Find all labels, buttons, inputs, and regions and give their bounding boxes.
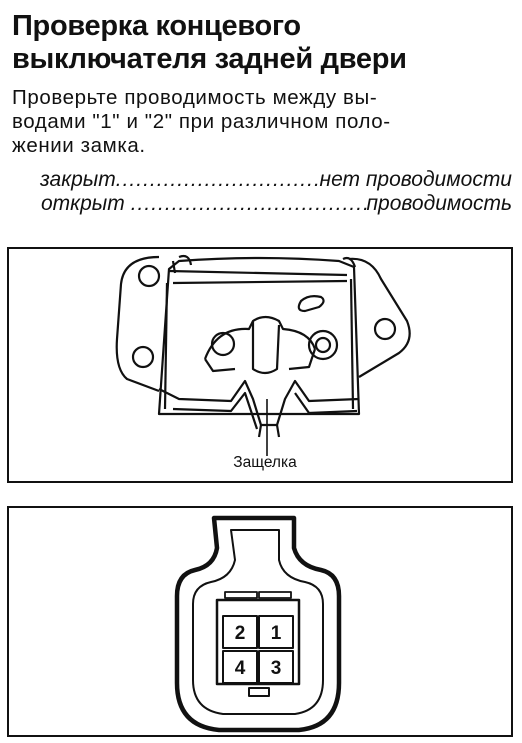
- dot-leader: [116, 168, 320, 192]
- condition-row-open: открыт проводимость: [40, 192, 512, 216]
- lock-figure: [7, 247, 513, 483]
- pin-number: 2: [235, 623, 246, 644]
- condition-result: проводимость: [366, 192, 513, 215]
- instruction-line-2: водами "1" и "2" при различном поло-: [12, 110, 391, 133]
- section-title-line-2: выключателя задней двери: [12, 43, 407, 75]
- instruction-line-1: Проверьте проводимость между вы-: [12, 86, 378, 109]
- continuity-conditions: закрыт нет проводимости открыт проводимо…: [40, 168, 512, 216]
- condition-result: нет проводимости: [319, 168, 512, 191]
- pin-cell-2: [222, 615, 258, 649]
- dot-leader: [131, 192, 367, 216]
- pin-number: 3: [271, 658, 282, 679]
- condition-row-closed: закрыт нет проводимости: [40, 168, 512, 192]
- connector-figure: 2 1 4 3: [7, 506, 513, 737]
- condition-state: открыт: [41, 192, 125, 215]
- section-title-line-1: Проверка концевого: [12, 10, 301, 42]
- pin-cell-1: [258, 615, 294, 649]
- pin-number: 1: [271, 623, 282, 644]
- section-title: Проверка концевого выключателя задней дв…: [12, 10, 512, 76]
- pin-cell-3: [258, 650, 294, 684]
- condition-state: закрыт: [40, 168, 116, 191]
- instruction-paragraph: Проверьте проводимость между вы- водами …: [12, 86, 512, 158]
- lock-drawing: [115, 254, 411, 456]
- pin-number: 4: [235, 658, 246, 679]
- connector-drawing: 2 1 4 3: [174, 515, 342, 733]
- pin-cell-4: [222, 650, 258, 684]
- instruction-line-3: жении замка.: [12, 134, 146, 157]
- latch-callout-label: Защелка: [233, 454, 297, 471]
